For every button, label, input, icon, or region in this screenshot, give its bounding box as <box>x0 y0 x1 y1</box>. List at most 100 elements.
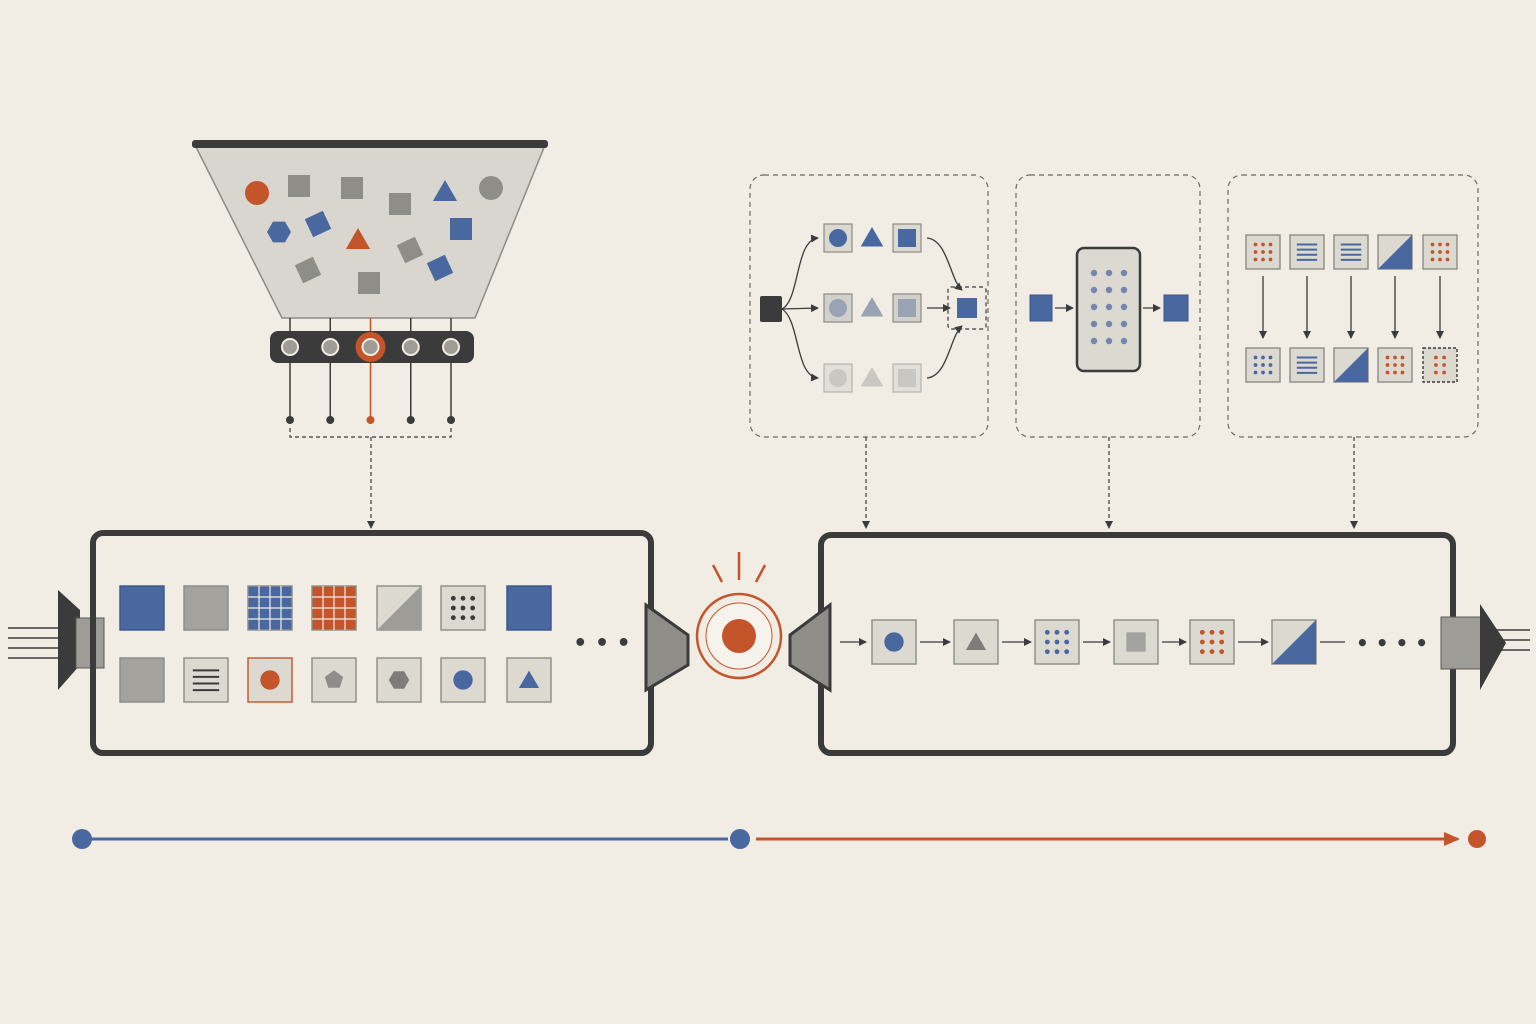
pool-item-solid-gray <box>183 585 229 631</box>
timeline-start-dot <box>72 829 92 849</box>
trigger-button[interactable] <box>695 552 783 680</box>
funnel-shapes <box>245 175 503 294</box>
selection-bracket <box>289 428 452 438</box>
funnel-shape-square <box>341 177 363 199</box>
mapping-top-lines-blue <box>1333 234 1369 270</box>
branch-source <box>760 296 782 322</box>
branch-square <box>898 299 916 317</box>
pool-item-circle-orange <box>247 657 293 703</box>
funnel-shape-hexagon <box>267 221 291 243</box>
selector-lead-dot <box>406 416 415 424</box>
branch-circle <box>829 369 847 387</box>
transform-dot <box>1090 269 1098 277</box>
mapping-top-dots-orange <box>1422 234 1458 270</box>
funnel-shape-triangle <box>345 228 371 249</box>
selector-lead-dot <box>326 416 335 424</box>
trigger-core <box>722 619 756 653</box>
pool-item-diagonal <box>376 585 422 631</box>
transform-dot <box>1090 320 1098 328</box>
pool-ellipsis: • • • <box>573 631 631 656</box>
pool-item-grid-orange <box>311 585 357 631</box>
selector-node[interactable] <box>321 338 340 356</box>
transform-panel <box>1015 174 1201 529</box>
transform-dot <box>1105 337 1113 345</box>
selector-lead-dot <box>286 416 294 424</box>
selector-lead-dot <box>447 416 455 424</box>
funnel-rim <box>192 140 548 148</box>
pipeline-ellipsis: • • • • <box>1356 631 1428 655</box>
funnel-shape-triangle <box>432 180 458 201</box>
pool-item-hexagon-gray <box>376 657 422 703</box>
transform-dot <box>1120 303 1128 311</box>
mapping-bottom-dots-blue <box>1245 347 1281 383</box>
branch-triangle <box>860 367 884 387</box>
pipeline-step-dots-orange <box>1189 619 1235 665</box>
funnel-shape-square <box>389 193 411 215</box>
funnel-shape-square <box>450 218 472 240</box>
transform-dot <box>1120 337 1128 345</box>
branch-circle <box>829 299 847 317</box>
output-block <box>1440 616 1484 670</box>
mapping-panel <box>1227 174 1479 529</box>
mapping-bottom-diagonal-blue <box>1333 347 1369 383</box>
funnel-shape-square <box>358 272 380 294</box>
pipeline-steps <box>840 619 1345 665</box>
branch-result-frame <box>947 286 987 330</box>
selector-node[interactable] <box>401 338 420 356</box>
mapping-bottom-dots-orange <box>1377 347 1413 383</box>
transform-dot <box>1090 286 1098 294</box>
funnel-shape-diamond <box>396 236 424 264</box>
transform-dot <box>1090 337 1098 345</box>
funnel-shape-circle <box>479 176 503 200</box>
branch-result <box>957 298 977 318</box>
branching-panel <box>749 174 989 529</box>
pool-item-circle-blue <box>440 657 486 703</box>
selector-lead-dot <box>366 416 375 424</box>
pool-item-pentagon-gray <box>311 657 357 703</box>
pipeline-step-circle-blue <box>871 619 917 665</box>
pool-items <box>119 585 552 703</box>
transform-dot <box>1120 320 1128 328</box>
pool-item-grid-blue <box>247 585 293 631</box>
mapping-bottom-lines-blue <box>1289 347 1325 383</box>
pool-output-cap <box>644 602 690 693</box>
pool-item-dots-dark <box>440 585 486 631</box>
selector-node[interactable] <box>281 338 299 356</box>
pool-item-triangle-blue <box>506 657 552 703</box>
pipeline-box: • • • • <box>788 532 1530 756</box>
timeline-end-dot <box>1468 830 1486 848</box>
funnel-shape-diamond <box>294 256 322 284</box>
item-pool-box: • • • <box>8 530 690 756</box>
transform-output <box>1163 294 1189 322</box>
mapping-top-lines-blue <box>1289 234 1325 270</box>
funnel-shape-diamond <box>426 254 454 282</box>
pipeline-input-cap <box>788 602 832 693</box>
transform-dot <box>1105 269 1113 277</box>
pool-item-solid-gray <box>119 657 165 703</box>
mapping-top-dots-orange <box>1245 234 1281 270</box>
output-connector <box>1480 604 1506 690</box>
branch-triangle <box>860 227 884 247</box>
transform-dot <box>1090 303 1098 311</box>
transform-dot <box>1120 269 1128 277</box>
timeline-mid-dot <box>730 829 750 849</box>
funnel-shape-circle <box>245 181 269 205</box>
branch-square <box>898 369 916 387</box>
funnel-shape-diamond <box>304 210 332 238</box>
transform-dot <box>1105 286 1113 294</box>
pipeline-step-diagonal-blue <box>1271 619 1317 665</box>
transform-dot <box>1120 286 1128 294</box>
branch-circle <box>829 229 847 247</box>
selector-node-selected[interactable] <box>361 338 380 356</box>
input-funnel <box>192 140 548 529</box>
pipeline-step-dots-blue <box>1034 619 1080 665</box>
mapping-bottom-dots-orange-dashed <box>1422 347 1458 383</box>
pipeline-step-triangle-gray <box>953 619 999 665</box>
funnel-shape-square <box>288 175 310 197</box>
selector-nodes <box>281 318 460 424</box>
input-connector <box>58 590 80 690</box>
transform-dot <box>1105 303 1113 311</box>
selector-node[interactable] <box>442 338 460 356</box>
